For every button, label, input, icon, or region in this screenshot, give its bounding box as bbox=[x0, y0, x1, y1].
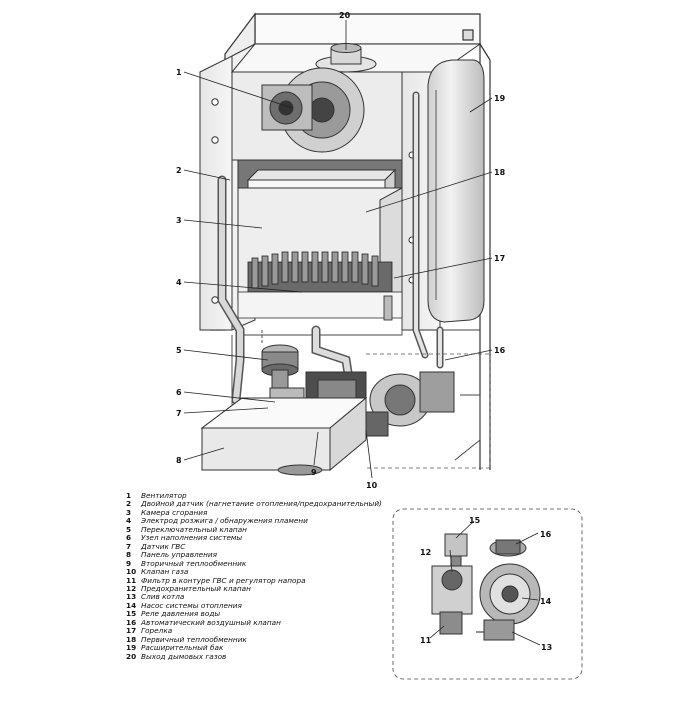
legend-num: 19 bbox=[126, 643, 137, 653]
callout-15-inset: 15 bbox=[469, 516, 481, 525]
callout-19: 19 bbox=[494, 94, 506, 103]
callout-8: 8 bbox=[176, 456, 182, 465]
legend-label: Предохранительный клапан bbox=[141, 583, 251, 593]
legend-label: Панель управления bbox=[141, 550, 218, 560]
legend-label: Фильтр в контуре ГВС и регулятор напора bbox=[141, 575, 306, 585]
legend-label: Датчик ГВС bbox=[141, 541, 186, 551]
fan-housing bbox=[230, 43, 482, 161]
legend-item: 6 Узел наполнения системы bbox=[126, 533, 396, 543]
dhw-filter bbox=[439, 611, 463, 635]
callout-3: 3 bbox=[176, 216, 182, 225]
legend-num: 6 bbox=[126, 533, 132, 543]
legend-num: 15 bbox=[126, 609, 137, 619]
diverter-valve bbox=[261, 344, 299, 389]
pressure-switch bbox=[444, 533, 468, 557]
detail-inset bbox=[392, 508, 583, 680]
legend-item: 19 Расширительный бак bbox=[126, 643, 396, 653]
callout-5: 5 bbox=[176, 346, 182, 355]
legend-label: Вентилятор bbox=[141, 491, 187, 500]
legend-label: Первичный теплообменник bbox=[141, 634, 247, 644]
legend-label: Клапан газа bbox=[141, 567, 189, 577]
legend-item: 17 Горелка bbox=[126, 626, 396, 636]
legend-label: Горелка bbox=[141, 626, 173, 636]
legend-label: Слив котла bbox=[141, 592, 185, 602]
legend-num: 12 bbox=[126, 583, 137, 593]
callout-10: 10 bbox=[366, 481, 378, 490]
callout-16-inset: 16 bbox=[540, 530, 552, 539]
legend-label: Автоматический воздушный клапан bbox=[141, 617, 281, 627]
legend-num: 18 bbox=[126, 634, 137, 644]
callout-14-inset: 14 bbox=[540, 597, 552, 606]
callout-2: 2 bbox=[176, 166, 182, 175]
legend-num: 1 bbox=[126, 491, 132, 500]
legend-num: 13 bbox=[126, 592, 137, 602]
legend-num: 5 bbox=[126, 524, 132, 534]
callout-1: 1 bbox=[176, 68, 182, 77]
legend-num: 10 bbox=[126, 567, 137, 577]
legend-label: Расширительный бак bbox=[141, 643, 224, 653]
callout-17: 17 bbox=[494, 254, 505, 263]
legend-item: 5 Переключательный клапан bbox=[126, 524, 396, 534]
legend-num: 14 bbox=[126, 600, 137, 610]
legend-label: Выход дымовых газов bbox=[141, 651, 227, 661]
leader-lines bbox=[183, 20, 541, 646]
legend-label: Вторичный теплообменник bbox=[141, 558, 247, 568]
legend-num: 2 bbox=[126, 499, 132, 509]
legend-item: 20 Выход дымовых газов bbox=[126, 651, 396, 661]
callout-9: 9 bbox=[311, 468, 317, 477]
legend-item: 3 Камера сгорания bbox=[126, 507, 396, 517]
legend-num: 3 bbox=[126, 507, 132, 517]
callout-7: 7 bbox=[176, 409, 182, 418]
legend-item: 8 Панель управления bbox=[126, 550, 396, 560]
callout-12-inset: 12 bbox=[420, 548, 431, 557]
legend-label: Переключательный клапан bbox=[141, 524, 247, 534]
legend-num: 17 bbox=[126, 626, 137, 636]
legend-item: 10 Клапан газа bbox=[126, 567, 396, 577]
legend-item: 4 Электрод розжига / обнаружения пламени bbox=[126, 516, 396, 526]
legend-label: Реле давления воды bbox=[141, 609, 221, 619]
legend-num: 20 bbox=[126, 651, 137, 661]
legend-label: Насос системы отопления bbox=[141, 600, 242, 610]
legend-item: 14 Насос системы отопления bbox=[126, 600, 396, 610]
legend-num: 11 bbox=[126, 575, 137, 585]
expansion-tank bbox=[427, 59, 485, 323]
callout-6: 6 bbox=[176, 388, 182, 397]
callout-16: 16 bbox=[494, 346, 506, 355]
legend-num: 16 bbox=[126, 617, 137, 627]
legend-num: 7 bbox=[126, 541, 132, 551]
safety-valve bbox=[441, 569, 463, 591]
legend-num: 9 bbox=[126, 558, 132, 568]
legend-item: 2 Двойной датчик (нагнетание отопления/пр… bbox=[126, 499, 396, 509]
callout-18: 18 bbox=[494, 168, 506, 177]
callout-11-inset: 11 bbox=[420, 636, 432, 645]
callout-4: 4 bbox=[176, 278, 182, 287]
legend-item: 12 Предохранительный клапан bbox=[126, 583, 396, 593]
callout-13-inset: 13 bbox=[541, 643, 552, 652]
legend-label: Двойной датчик (нагнетание отопления/пре… bbox=[141, 499, 382, 509]
legend-item: 11 Фильтр в контуре ГВС и регулятор напор… bbox=[126, 575, 396, 585]
burner bbox=[237, 251, 403, 321]
legend-item: 18 Первичный теплообменник bbox=[126, 634, 396, 644]
legend-item: 15 Реле давления воды bbox=[126, 609, 396, 619]
legend-item: 13 Слив котла bbox=[126, 592, 396, 602]
drain-valve bbox=[483, 619, 515, 641]
legend-item: 9 Вторичный теплообменник bbox=[126, 558, 396, 568]
legend-label: Электрод розжига / обнаружения пламени bbox=[141, 516, 308, 526]
legend-label: Узел наполнения системы bbox=[141, 533, 243, 543]
control-panel bbox=[200, 396, 368, 476]
legend-num: 4 bbox=[126, 516, 132, 526]
callout-20: 20 bbox=[339, 11, 351, 20]
parts-legend: 1 Вентилятор 2 Двойной датчик (нагнетание … bbox=[126, 491, 396, 661]
legend-item: 16 Автоматический воздушный клапан bbox=[126, 617, 396, 627]
legend-label: Камера сгорания bbox=[141, 507, 208, 517]
legend-item: 7 Датчик ГВС bbox=[126, 541, 396, 551]
callout-numbers: 20 1 2 3 4 5 6 7 8 9 10 18 17 16 19 15 1… bbox=[176, 11, 552, 652]
legend-num: 8 bbox=[126, 550, 132, 560]
legend-item: 1 Вентилятор bbox=[126, 491, 396, 500]
